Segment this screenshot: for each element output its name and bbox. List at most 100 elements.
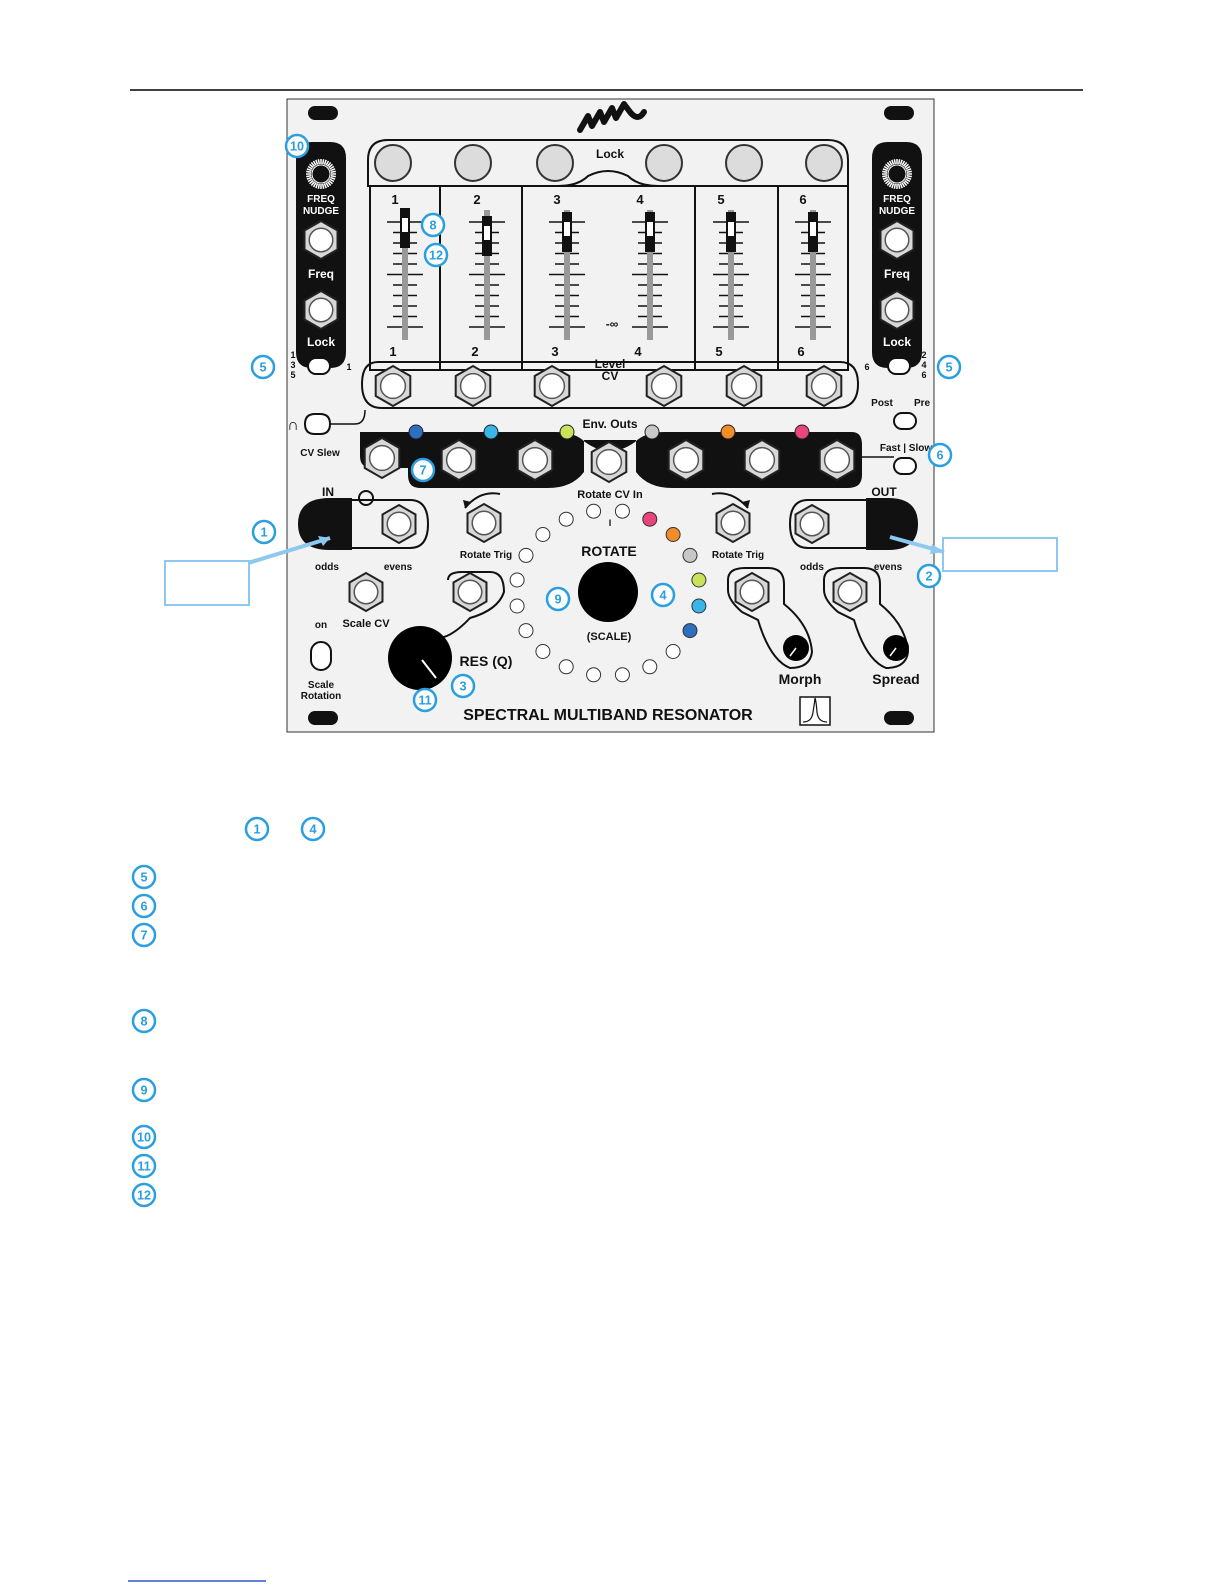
slider-track bbox=[402, 210, 408, 340]
scale-rotation-switch[interactable] bbox=[310, 641, 332, 671]
callout-12: 12 bbox=[423, 242, 449, 268]
switch-left-label-1: 1 bbox=[290, 350, 295, 360]
in-arrowhead bbox=[318, 536, 330, 546]
callout-legend-row-7: 7 bbox=[131, 922, 157, 948]
env-out-jack-4[interactable] bbox=[667, 438, 705, 482]
in-evens-outline bbox=[352, 499, 430, 549]
scale-cv-jack[interactable] bbox=[348, 571, 384, 613]
level-cv-jack-5[interactable] bbox=[725, 364, 763, 408]
cv-slew-switch[interactable] bbox=[303, 413, 332, 435]
slider-bottom-number: 3 bbox=[551, 344, 558, 359]
callout-legend-intro-b: 4 bbox=[300, 816, 326, 842]
freq-cv-jack-right[interactable] bbox=[879, 289, 915, 331]
level-cv-jacks bbox=[374, 364, 843, 408]
out-odds-jack[interactable] bbox=[794, 503, 830, 545]
switch-left-label-5: 5 bbox=[290, 370, 295, 380]
lock-cv-label: Lock bbox=[883, 335, 911, 349]
in-evens-jack[interactable] bbox=[381, 503, 417, 545]
lock-button-5[interactable] bbox=[725, 144, 763, 182]
callout-9: 9 bbox=[545, 586, 571, 612]
svg-text:7: 7 bbox=[140, 929, 147, 943]
rotate-cv-in-jack[interactable] bbox=[590, 440, 628, 484]
res-knob-pointer bbox=[421, 659, 437, 679]
env-out-jack-6[interactable] bbox=[818, 438, 856, 482]
slider-track bbox=[810, 210, 816, 340]
switch-right-label-4: 4 bbox=[921, 360, 926, 370]
rotate-ring-led-16 bbox=[691, 598, 707, 614]
slider-channel-3: 33 bbox=[549, 192, 585, 359]
env-out-jack-2[interactable] bbox=[440, 438, 478, 482]
lock-switch-left[interactable] bbox=[307, 357, 331, 375]
freq-nudge-knob-right[interactable] bbox=[882, 159, 912, 189]
lock-switch-right[interactable] bbox=[887, 357, 911, 375]
in-clip-led bbox=[358, 490, 374, 506]
freq-nudge-knob-left[interactable] bbox=[306, 159, 336, 189]
env-out-jack-3[interactable] bbox=[516, 438, 554, 482]
svg-text:4: 4 bbox=[659, 589, 666, 603]
res-knob[interactable] bbox=[388, 626, 452, 690]
level-cv-jack-1[interactable] bbox=[374, 364, 412, 408]
res-cv-jack[interactable] bbox=[452, 571, 488, 613]
env-led-4 bbox=[644, 424, 660, 440]
morph-cv-jack[interactable] bbox=[734, 571, 770, 613]
lock-button-6[interactable] bbox=[805, 144, 843, 182]
fast-slow-switch[interactable] bbox=[893, 457, 917, 475]
lock-button-3[interactable] bbox=[536, 144, 574, 182]
rotate-ring-led-20 bbox=[642, 511, 658, 527]
freq-nudge-jack-right[interactable] bbox=[879, 219, 915, 261]
svg-text:4: 4 bbox=[309, 823, 316, 837]
module-panel bbox=[286, 98, 935, 733]
callout-3: 3 bbox=[450, 673, 476, 699]
rotate-ring-led-11 bbox=[586, 667, 602, 683]
slider-top-number: 5 bbox=[717, 192, 724, 207]
lock-button-4[interactable] bbox=[645, 144, 683, 182]
svg-text:6: 6 bbox=[936, 449, 943, 463]
spread-knob-pointer bbox=[889, 647, 897, 657]
switch-left-label-one: 1 bbox=[346, 362, 351, 372]
env-leds bbox=[408, 424, 810, 440]
env-led-5 bbox=[720, 424, 736, 440]
out-odds-label: odds bbox=[800, 562, 824, 573]
morph-outline bbox=[727, 567, 814, 670]
svg-text:11: 11 bbox=[137, 1160, 150, 1174]
out-evens-surround bbox=[866, 498, 918, 550]
rotate-ring-led-1 bbox=[614, 503, 630, 519]
level-cv-jack-4[interactable] bbox=[645, 364, 683, 408]
spread-cv-jack[interactable] bbox=[832, 571, 868, 613]
out-evens-label: evens bbox=[874, 562, 903, 573]
lock-button-1[interactable] bbox=[374, 144, 412, 182]
rotate-ring-led-2 bbox=[586, 503, 602, 519]
rotate-trig-right-jack[interactable] bbox=[715, 502, 751, 544]
rotate-ring-led-5 bbox=[518, 547, 534, 563]
level-cv-jack-6[interactable] bbox=[805, 364, 843, 408]
callout-11: 11 bbox=[412, 687, 438, 713]
rotate-knob[interactable] bbox=[578, 562, 638, 622]
svg-text:6: 6 bbox=[140, 900, 147, 914]
rotate-ring-led-8 bbox=[518, 623, 534, 639]
slider-top-number: 2 bbox=[473, 192, 480, 207]
post-pre-switch[interactable] bbox=[893, 412, 917, 430]
env-led-3 bbox=[559, 424, 575, 440]
rotate-cw-arrowhead bbox=[742, 500, 750, 508]
level-cv-jack-3[interactable] bbox=[533, 364, 571, 408]
freq-cv-jack-left[interactable] bbox=[303, 289, 339, 331]
level-cv-jack-2[interactable] bbox=[454, 364, 492, 408]
svg-text:7: 7 bbox=[419, 464, 426, 478]
env-out-jack-5[interactable] bbox=[743, 438, 781, 482]
callout-4: 4 bbox=[650, 582, 676, 608]
rotate-ring-led-17 bbox=[691, 572, 707, 588]
post-label: Post bbox=[871, 398, 893, 409]
callout-legend-row-9: 9 bbox=[131, 1077, 157, 1103]
slider-channel-2: 22 bbox=[469, 192, 505, 359]
cv-slew-input-jack[interactable] bbox=[363, 436, 401, 480]
freq-nudge-jack-left[interactable] bbox=[303, 219, 339, 261]
freq-label: Freq bbox=[308, 267, 334, 281]
lock-button-2[interactable] bbox=[454, 144, 492, 182]
svg-text:5: 5 bbox=[259, 361, 266, 375]
rotate-trig-left-jack[interactable] bbox=[466, 502, 502, 544]
svg-text:12: 12 bbox=[429, 249, 443, 263]
slider-track bbox=[728, 210, 734, 340]
callout-legend-row-8: 8 bbox=[131, 1008, 157, 1034]
